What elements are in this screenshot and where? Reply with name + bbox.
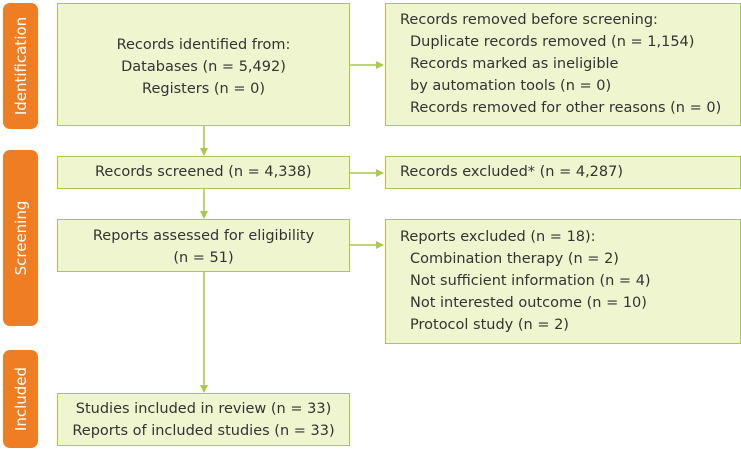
phase-screening: Screening (3, 150, 38, 326)
records-identified-title: Records identified from: (116, 37, 291, 53)
records-removed-other: Records removed for other reasons (n = 0… (410, 100, 722, 116)
records-screened-box: Records screened (n = 4,338) (57, 156, 350, 189)
reports-excluded-combination: Combination therapy (n = 2) (410, 251, 619, 267)
reports-excluded-protocol: Protocol study (n = 2) (410, 317, 569, 333)
records-removed-duplicates: Duplicate records removed (n = 1,154) (410, 34, 695, 50)
reports-excluded-insufficient: Not sufficient information (n = 4) (410, 273, 651, 289)
records-identified-registers: Registers (n = 0) (142, 81, 265, 97)
studies-included-text: Studies included in review (n = 33) (75, 401, 332, 417)
phase-included: Included (3, 350, 38, 448)
reports-assessed-count: (n = 51) (173, 250, 234, 266)
records-removed-automation: by automation tools (n = 0) (410, 78, 612, 94)
studies-included-box: Studies included in review (n = 33) Repo… (57, 393, 350, 446)
records-excluded-text: Records excluded* (n = 4,287) (400, 164, 624, 180)
records-excluded-box: Records excluded* (n = 4,287) (385, 156, 741, 189)
reports-excluded-outcome: Not interested outcome (n = 10) (410, 295, 647, 311)
reports-assessed-box: Reports assessed for eligibility (n = 51… (57, 219, 350, 272)
reports-included-text: Reports of included studies (n = 33) (72, 423, 335, 439)
records-identified-databases: Databases (n = 5,492) (121, 59, 286, 75)
records-removed-ineligible: Records marked as ineligible (410, 56, 619, 72)
records-removed-title: Records removed before screening: (400, 12, 658, 28)
reports-assessed-title: Reports assessed for eligibility (92, 228, 315, 244)
records-screened-text: Records screened (n = 4,338) (95, 164, 312, 180)
reports-excluded-box: Reports excluded (n = 18): Combination t… (385, 219, 741, 344)
phase-identification: Identification (3, 3, 38, 129)
records-removed-box: Records removed before screening: Duplic… (385, 3, 741, 126)
reports-excluded-title: Reports excluded (n = 18): (400, 229, 596, 245)
records-identified-box: Records identified from: Databases (n = … (57, 3, 350, 126)
